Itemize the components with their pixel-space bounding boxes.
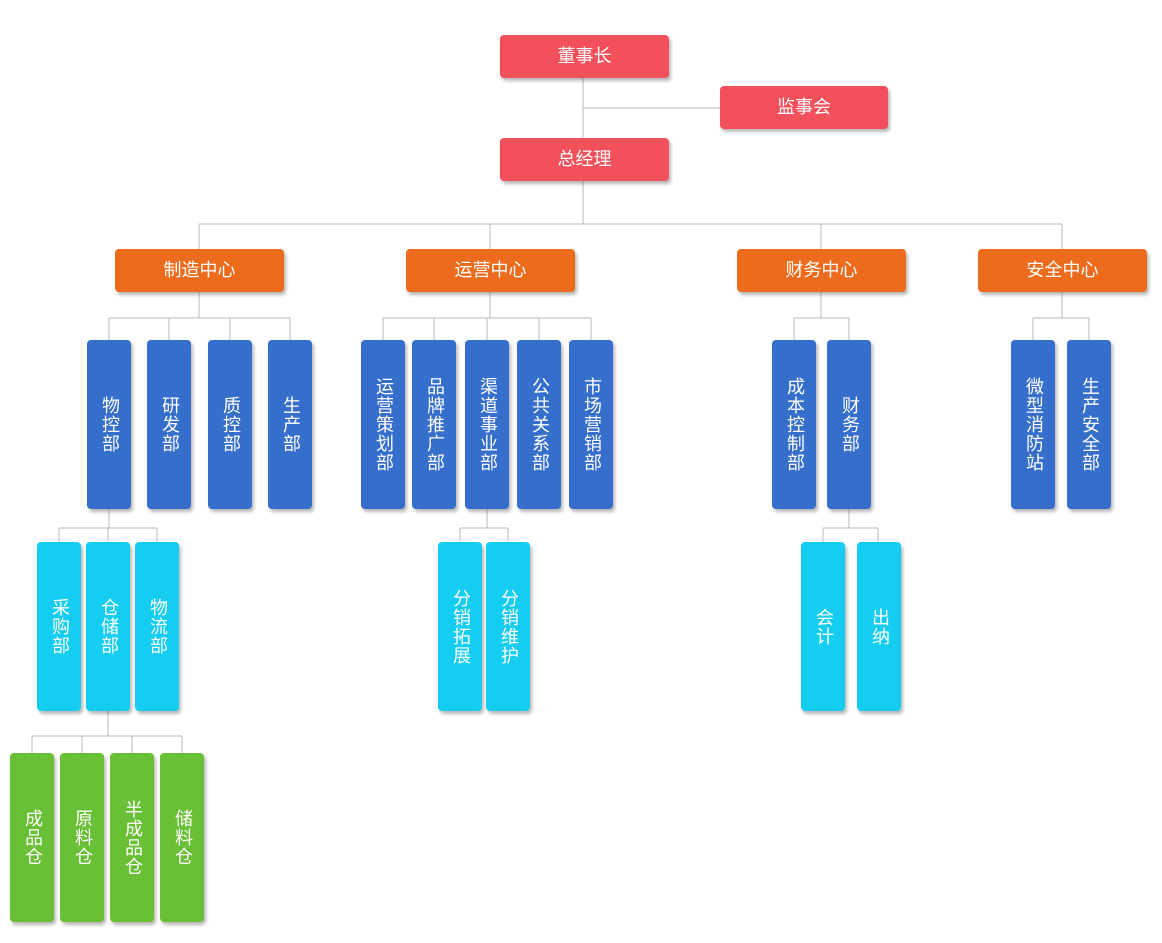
finance-dept-node: 财务部 [827, 340, 871, 509]
general-manager-node: 总经理 [500, 138, 669, 181]
rnd-dept-node: 研发部 [147, 340, 191, 509]
micro-fire-station-node: 微型消防站 [1011, 340, 1055, 509]
production-dept-node: 生产部 [268, 340, 312, 509]
cost-control-dept-node: 成本控制部 [772, 340, 816, 509]
raw-material-warehouse-node: 原料仓 [60, 753, 104, 922]
reserve-material-warehouse-node: 储料仓 [160, 753, 204, 922]
operations-planning-dept-node: 运营策划部 [361, 340, 405, 509]
marketing-dept-node: 市场营销部 [569, 340, 613, 509]
public-relations-dept-node: 公共关系部 [517, 340, 561, 509]
operations-center-node: 运营中心 [406, 249, 575, 292]
chairman-node: 董事长 [500, 35, 669, 78]
distribution-expansion-node: 分销拓展 [438, 542, 482, 711]
cashier-node: 出纳 [857, 542, 901, 711]
accounting-node: 会计 [801, 542, 845, 711]
semi-finished-warehouse-node: 半成品仓 [110, 753, 154, 922]
safety-center-node: 安全中心 [978, 249, 1147, 292]
manufacturing-center-node: 制造中心 [115, 249, 284, 292]
supervisory-board-node: 监事会 [720, 86, 888, 129]
finance-center-node: 财务中心 [737, 249, 906, 292]
storage-dept-node: 仓储部 [86, 542, 130, 711]
channel-business-dept-node: 渠道事业部 [465, 340, 509, 509]
purchasing-dept-node: 采购部 [37, 542, 81, 711]
quality-control-dept-node: 质控部 [208, 340, 252, 509]
production-safety-dept-node: 生产安全部 [1067, 340, 1111, 509]
finished-goods-warehouse-node: 成品仓 [10, 753, 54, 922]
material-control-dept-node: 物控部 [87, 340, 131, 509]
logistics-dept-node: 物流部 [135, 542, 179, 711]
brand-promotion-dept-node: 品牌推广部 [412, 340, 456, 509]
distribution-maintenance-node: 分销维护 [486, 542, 530, 711]
